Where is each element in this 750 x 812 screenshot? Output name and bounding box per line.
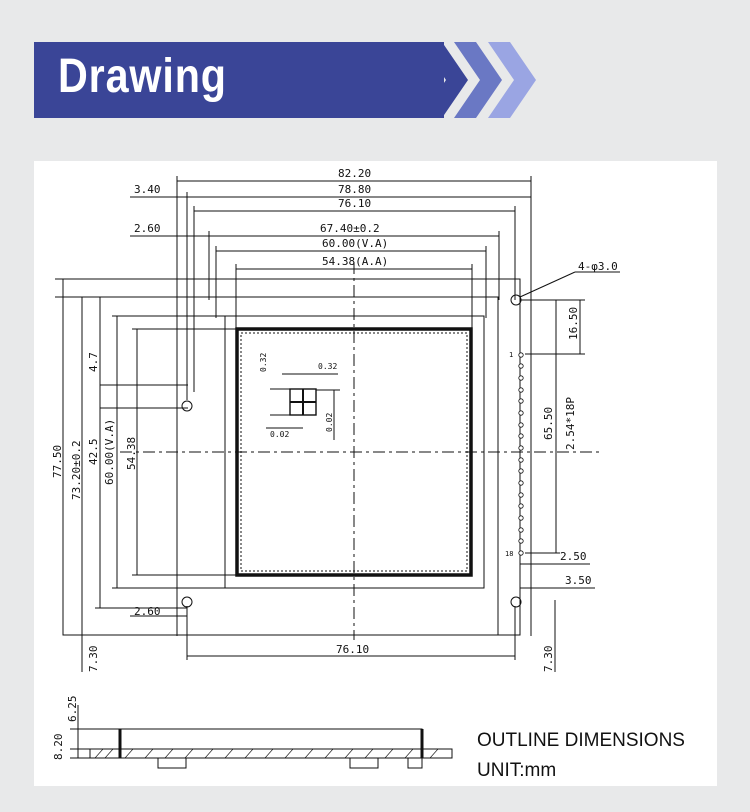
dim-active-area-height: 54.38 — [125, 437, 138, 470]
caption-unit: UNIT:mm — [477, 760, 557, 781]
dim-hole-pitch-x: 76.10 — [338, 197, 371, 210]
dim-left-offset-3: 2.60 — [134, 605, 161, 618]
pixel-height-label: 0.32 — [259, 353, 268, 372]
dim-overall-height: 77.50 — [51, 445, 64, 478]
dim-left-offset-1: 3.40 — [134, 183, 161, 196]
dim-right-hole-pitch: 65.50 — [542, 407, 555, 440]
dim-bottom-right: 7.30 — [542, 646, 555, 673]
pin-1-label: 1 — [509, 351, 513, 359]
dim-pin-pitch: 2.54*18P — [564, 397, 577, 450]
dim-bottom-left: 7.30 — [87, 646, 100, 673]
chevron-2 — [454, 42, 502, 118]
dim-hole-spec: 4-φ3.0 — [578, 260, 618, 273]
dim-bottom-hole-pitch: 76.10 — [336, 643, 369, 656]
pixel-width-label: 0.32 — [318, 362, 337, 371]
dim-pin-offset: 16.50 — [567, 307, 580, 340]
caption-title: OUTLINE DIMENSIONS — [477, 730, 685, 751]
dim-view-area-width: 60.00(V.A) — [322, 237, 388, 250]
dim-side-height: 6.25 — [66, 696, 79, 723]
dim-bezel-width: 67.40±0.2 — [320, 222, 380, 235]
dim-hole-edge: 3.50 — [565, 574, 592, 587]
chevron-3 — [488, 42, 536, 118]
dim-side-total: 8.20 — [52, 734, 65, 761]
pin-18-label: 18 — [505, 550, 513, 558]
dim-hole-pitch-y: 42.5 — [87, 439, 100, 466]
title-banner — [34, 42, 444, 118]
drawing-panel — [34, 161, 717, 786]
dim-left-offset-2: 2.60 — [134, 222, 161, 235]
dim-active-area-width: 54.38(A.A) — [322, 255, 388, 268]
dim-pcb-height: 73.20±0.2 — [70, 440, 83, 500]
page-title: Drawing — [58, 50, 227, 103]
pixel-gap-x-label: 0.02 — [270, 430, 289, 439]
dim-top-hole-offset: 4.7 — [87, 352, 100, 372]
pixel-gap-y-label: 0.02 — [325, 413, 334, 432]
dim-overall-width: 82.20 — [338, 167, 371, 180]
pin-header — [518, 352, 524, 556]
chevron-arrows-icon — [420, 42, 536, 118]
dim-pcb-width: 78.80 — [338, 183, 371, 196]
dim-view-area-height: 60.00(V.A) — [103, 419, 116, 485]
dim-pin-edge: 2.50 — [560, 550, 587, 563]
chevron-1 — [420, 42, 468, 118]
